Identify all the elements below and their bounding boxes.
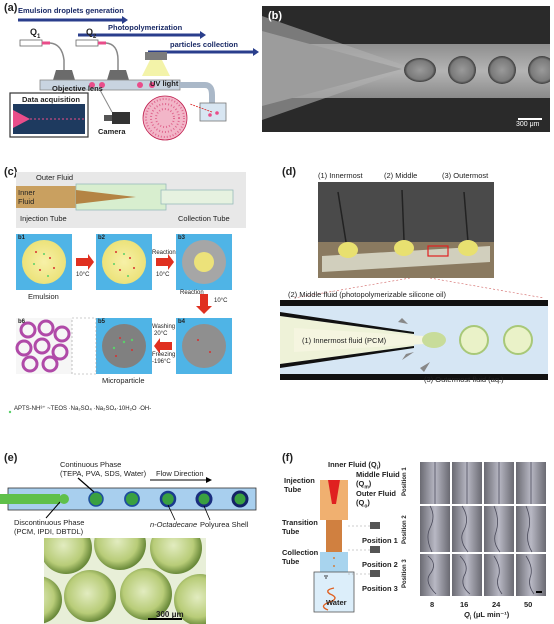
panel-c-label: (c) [4,166,18,178]
flow-direction-label: Flow Direction [156,469,204,478]
stage-b4: b4 [178,319,186,325]
collection-tube-label: Collection Tube [282,548,319,566]
temp-10c-2: 10°C [156,272,170,278]
panel-f-device [313,480,380,613]
injection-tube-label: Injection Tube [284,476,315,494]
stage-b3: b3 [178,235,186,241]
panel-b: (b) 300 μm [262,6,550,132]
panel-f-label: (f) [282,452,293,464]
flow-rate-tick-8: 8 [430,600,435,609]
panel-d-device [318,182,494,278]
panel-c-device [16,172,246,228]
temp-10c-1: 10°C [76,272,90,278]
washing-label: Washing [152,324,176,330]
flow-q1: Q1 [30,27,41,40]
octadecane-label: n-Octadecane [150,520,198,529]
step-emulsion-generation: Emulsion droplets generation [18,6,124,15]
water-label: Water [326,598,347,607]
panel-a-diagram [9,16,259,141]
step-photopolymerization: Photopolymerization [108,23,183,32]
panel-e-label: (e) [4,452,18,464]
reaction-label-1: Reaction [152,250,176,256]
transition-tube-label: Transition Tube [282,518,318,536]
microparticle-label: Microparticle [102,376,145,385]
flow-rate-tick-50: 50 [524,600,533,609]
side-position-2: Position 2 [402,515,408,544]
objective-lens-label: Objective lens [52,84,103,93]
outer-fluid-flow: (Qo) [356,498,370,510]
polyurea-shell-label: Polyurea Shell [200,520,249,529]
innermost-fluid-label: (1) Innermost fluid (PCM) [302,336,387,345]
emulsion-label: Emulsion [28,292,59,301]
panel-e: (e) Continuous Phase (TEPA, PVA, SDS, Wa… [0,452,262,624]
panel-c: (c) Outer Fluid Inner Fluid Injection Tu… [0,166,262,434]
stage-b6: b6 [18,319,26,325]
side-position-3: Position 3 [402,559,408,588]
position-micrograph-grid [418,460,548,598]
temp-20c: 20°C [154,331,168,337]
panel-d-schematic [280,278,548,380]
freezing-label: Freezing [152,352,176,358]
collection-tube-label: Collection Tube [178,214,230,223]
stage-b2: b2 [98,235,106,241]
flow-rate-axis-label: Qi (μL min⁻¹) [464,610,510,622]
panel-a: (a) [0,0,262,142]
middle-fluid-flow: (Qm) [356,479,372,491]
panel-e-schematic [0,477,257,521]
flow-rate-tick-24: 24 [492,600,501,609]
panel-c-legend: APTS-NH³⁺ ~TEOS ·Na₂SO₄ ·Na₂SO₄·10H₂O ·O… [14,406,152,412]
stage-b1: b1 [18,235,26,241]
position-1-label: Position 1 [362,536,398,545]
panel-f: (f) Inner Fluid (Qi) Middle Fluid (Qm) O… [274,452,554,622]
middle-fluid-label: (2) Middle fluid (photopolymerizable sil… [288,290,446,299]
side-position-1: Position 1 [402,467,408,496]
middle-inlet-label: (2) Middle [384,171,418,180]
uv-light-label: UV light [150,79,179,88]
inner-fluid-label: Inner Fluid [18,188,36,206]
flow-q2: Q2 [86,27,97,40]
outer-fluid-label: Outer Fluid [36,173,74,182]
panel-e-scale-label: 300 μm [156,610,184,619]
inner-fluid-label: Inner Fluid (Qi) [328,460,381,472]
outermost-fluid-label: (3) Outermost fluid (aq.) [424,375,504,384]
reaction-label-2: Reaction [180,290,204,296]
panel-b-label: (b) [268,10,283,22]
panel-c-process [8,234,232,414]
middle-fluid-label: Middle Fluid [356,470,400,479]
outermost-inlet-label: (3) Outermost [442,171,489,180]
discontinuous-phase-label: Discontinuous Phase [14,518,85,527]
panel-e-micrograph [44,538,206,624]
step-particles-collection: particles collection [170,40,238,49]
innermost-inlet-label: (1) Innermost [318,171,363,180]
camera-label: Camera [98,127,126,136]
panel-a-label: (a) [4,2,18,14]
temp-10c-3: 10°C [214,298,228,304]
continuous-phase-label: Continuous Phase [60,460,122,469]
data-acquisition-label: Data acquisition [22,95,80,104]
outer-fluid-label: Outer Fluid [356,489,396,498]
panel-d-label: (d) [282,166,297,178]
position-2-label: Position 2 [362,560,398,569]
flow-rate-tick-16: 16 [460,600,469,609]
continuous-phase-composition: (TEPA, PVA, SDS, Water) [60,469,147,478]
panel-b-micrograph [262,6,550,132]
stage-b5: b5 [98,319,106,325]
discontinuous-phase-composition: (PCM, IPDI, DBTDL) [14,527,84,536]
panel-b-scale-label: 300 μm [516,121,540,128]
injection-tube-label: Injection Tube [20,214,67,223]
temp-minus196c: -196°C [152,359,171,365]
panel-d: (d) (1) Innermost (2) Middle (3) Outermo… [274,166,550,432]
position-3-label: Position 3 [362,584,398,593]
